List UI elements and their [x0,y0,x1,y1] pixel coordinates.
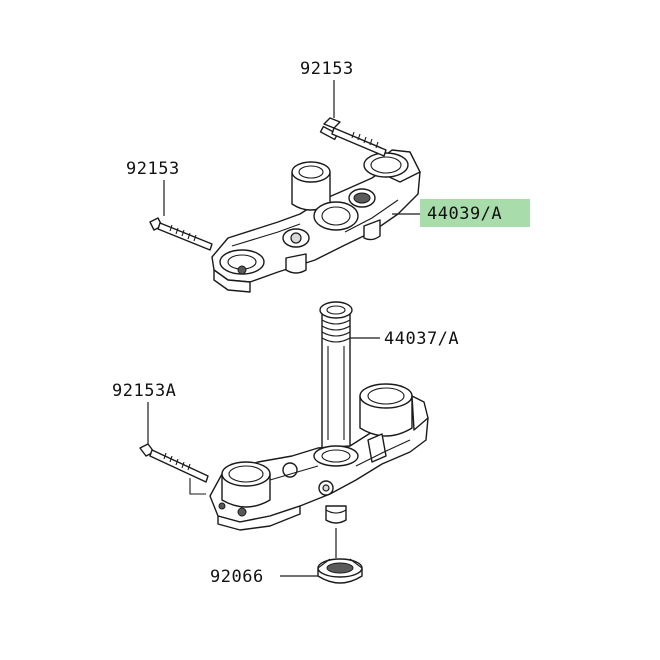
part-highlight [420,199,530,227]
top-bolt[interactable] [319,117,387,157]
steering-stem[interactable] [209,301,429,531]
lower-bolt[interactable] [139,443,209,495]
label-stem: 44037/A [384,329,459,349]
upper-bracket[interactable] [211,149,421,293]
label-nut: 92066 [210,567,264,587]
label-lower-bolt: 92153A [112,381,176,401]
label-upper-bracket: 44039/A [427,204,502,224]
left-bolt[interactable] [149,217,213,251]
label-left-bolt: 92153 [126,159,180,179]
label-top-bolt: 92153 [300,59,354,79]
stem-nut[interactable] [317,558,363,584]
